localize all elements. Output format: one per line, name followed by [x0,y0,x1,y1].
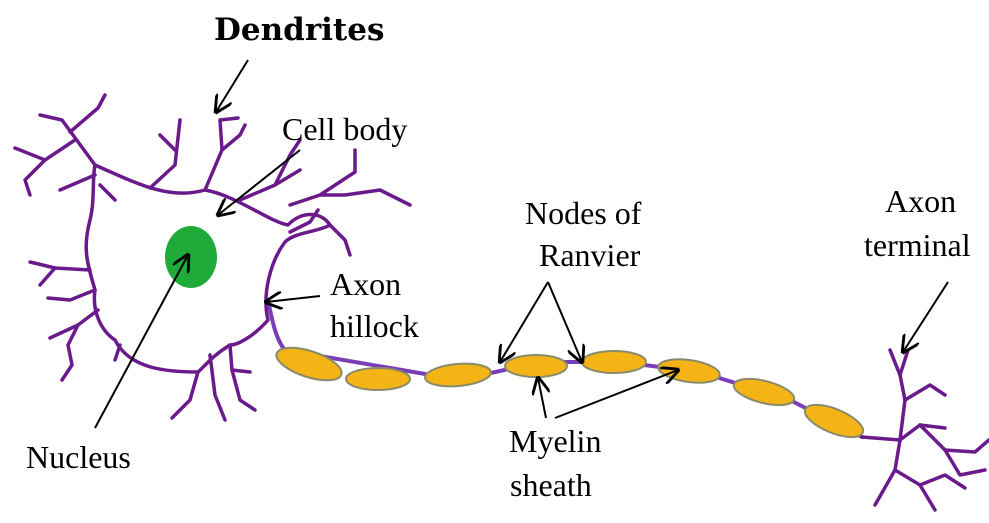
myelin-segment [801,398,867,443]
label-axon-hillock-line1: Axon [330,266,401,302]
label-myelin-line2: sheath [510,467,592,503]
axon-terminal [862,350,989,510]
arrow-nucleus [95,255,188,428]
label-nucleus: Nucleus [26,439,131,475]
arrow-dendrites [216,60,248,112]
myelin-segment [582,351,646,373]
myelin-segment [657,356,721,386]
arrow-cell-body [218,150,300,215]
arrow-myelin-2 [555,370,678,418]
myelin-segment [273,341,346,387]
nucleus [165,226,217,288]
label-cell-body: Cell body [282,111,407,147]
arrow-node-1 [500,282,548,362]
arrow-myelin-1 [538,378,546,418]
label-myelin-line1: Myelin [509,423,601,459]
label-terminal-line2: terminal [864,227,971,263]
arrow-axon-terminal [903,282,948,352]
arrow-node-2 [548,282,582,362]
myelin-segment [424,361,492,389]
myelin-segment [346,368,410,390]
myelin-segment [731,374,796,410]
label-nodes-line1: Nodes of [525,195,642,231]
label-axon-hillock-line2: hillock [330,308,419,344]
label-nodes-line2: Ranvier [539,237,641,273]
myelin-segment [505,355,567,377]
arrow-axon-hillock [266,296,320,302]
label-terminal-line1: Axon [885,183,956,219]
label-dendrites: Dendrites [214,12,384,48]
